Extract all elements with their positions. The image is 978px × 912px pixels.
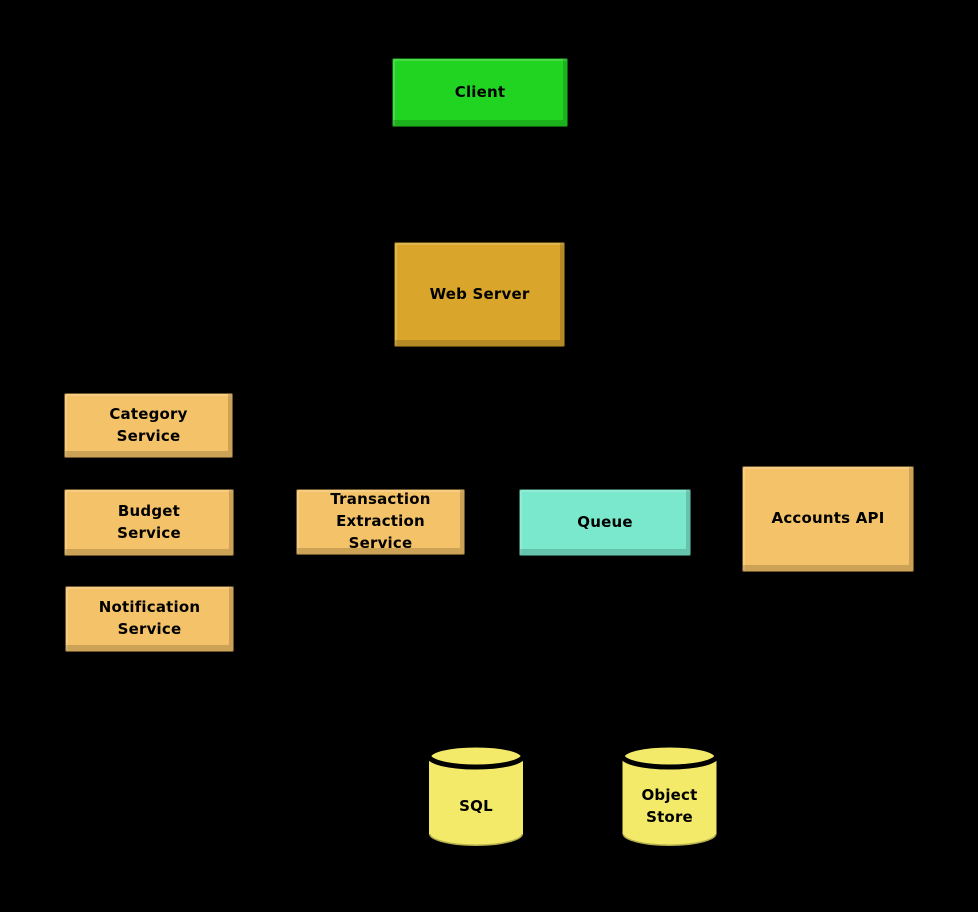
node-transaction-extraction-service: Transaction Extraction Service (296, 489, 465, 555)
node-budget-service: Budget Service (64, 489, 234, 556)
node-sql-database-label: SQL (459, 797, 493, 816)
node-object-store-label: Object Store (641, 786, 698, 826)
database-cylinder-icon (426, 742, 526, 848)
node-notification-service-label: Notification Service (98, 598, 201, 638)
node-client: Client (392, 58, 568, 127)
node-budget-service-label: Budget Service (117, 501, 181, 542)
node-category-service-label: Category Service (109, 404, 188, 445)
node-queue: Queue (519, 489, 691, 556)
node-queue-label: Queue (577, 512, 633, 531)
node-category-service: Category Service (64, 393, 233, 458)
node-accounts-api-label: Accounts API (771, 509, 885, 528)
node-web-server: Web Server (394, 242, 565, 347)
node-object-store: Object Store (619, 742, 720, 848)
node-client-label: Client (454, 82, 506, 101)
node-transaction-extraction-service-label: Transaction Extraction Service (330, 490, 431, 552)
node-accounts-api: Accounts API (742, 466, 914, 572)
database-cylinder-icon (620, 742, 719, 848)
node-sql-database: SQL (426, 742, 526, 848)
node-notification-service: Notification Service (65, 586, 234, 652)
node-web-server-label: Web Server (429, 284, 530, 303)
